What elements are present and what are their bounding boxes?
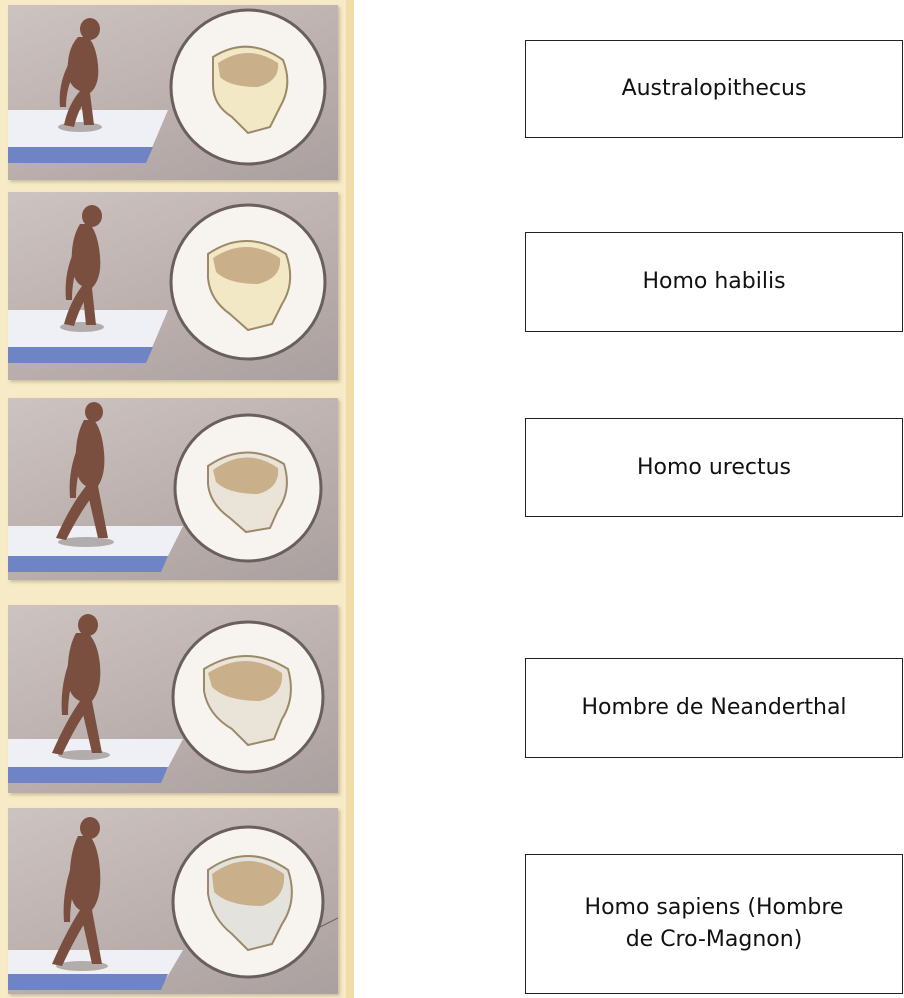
evolution-panel-homo-habilis [8, 192, 338, 380]
evolution-panel-homo-sapiens [8, 808, 338, 994]
strip-edge [346, 0, 354, 998]
species-label-box-1[interactable]: Australopithecus [525, 40, 903, 138]
panel-art [8, 5, 338, 180]
species-label: Australopithecus [616, 73, 813, 105]
species-label: Homo sapiens (Hombre de Cro-Magnon) [566, 892, 862, 956]
species-label-box-5[interactable]: Homo sapiens (Hombre de Cro-Magnon) [525, 854, 903, 994]
platform-edge [8, 347, 153, 363]
species-label: Homo urectus [631, 452, 797, 484]
platform-edge [8, 147, 153, 163]
panel-art [8, 808, 338, 994]
species-label-box-3[interactable]: Homo urectus [525, 418, 903, 517]
platform-edge [8, 556, 168, 572]
panel-art [8, 398, 338, 580]
hominid-figure-icon [64, 205, 102, 326]
species-label: Hombre de Neanderthal [575, 692, 852, 724]
platform-edge [8, 767, 168, 783]
hominid-figure-icon [52, 614, 102, 755]
evolution-panel-australopithecus [8, 5, 338, 180]
evolution-panel-homo-urectus [8, 398, 338, 580]
hominid-figure-icon [52, 817, 102, 966]
evolution-panel-neanderthal [8, 605, 338, 793]
species-label-box-2[interactable]: Homo habilis [525, 232, 903, 332]
panel-art [8, 605, 338, 793]
figure-shadow [58, 750, 110, 760]
platform-edge [8, 974, 168, 990]
hominid-figure-icon [56, 402, 108, 540]
panel-art [8, 192, 338, 380]
species-label-box-4[interactable]: Hombre de Neanderthal [525, 658, 903, 758]
species-label: Homo habilis [636, 266, 791, 298]
